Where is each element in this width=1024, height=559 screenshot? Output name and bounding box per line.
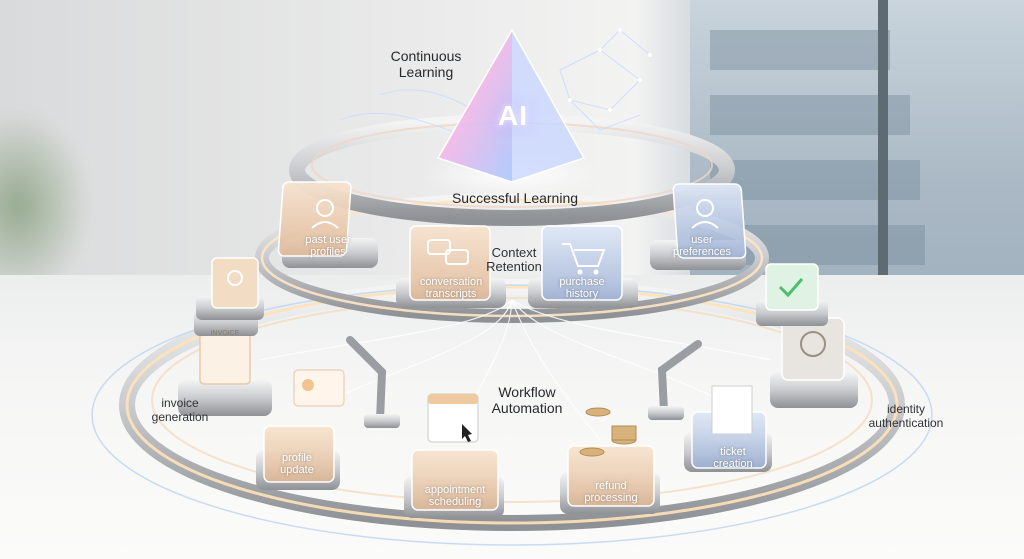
context-tile-purchase-history [528, 225, 638, 308]
successful-learning-label: Successful Learning [451, 190, 579, 206]
invoice-generation-label: invoice generation [151, 396, 209, 424]
plant [0, 110, 90, 300]
ai-core-label: AI [498, 100, 528, 131]
id-card-icon [293, 369, 345, 407]
context-tile-past-user-profiles [277, 181, 378, 268]
context-retention-label: Context Retention [486, 245, 542, 274]
invoice-card-text: INVOICE [210, 330, 240, 337]
receipt-icon [711, 385, 753, 435]
context-tile-user-preferences [650, 183, 747, 270]
workflow-tile-appointment-scheduling [404, 449, 504, 518]
workflow-tile-refund-processing [560, 445, 660, 514]
workflow-tile-profile-update [256, 425, 340, 490]
ai-prism [422, 28, 602, 199]
robot-arm-left [346, 336, 387, 424]
continuous-learning-label: Continuous Learning [390, 48, 462, 80]
window [690, 0, 1024, 320]
context-tile-conversation-transcripts [396, 225, 506, 308]
robot-arm-right [657, 340, 702, 416]
workflow-automation-label: Workflow Automation [491, 384, 563, 416]
station-identity-authentication [770, 317, 858, 408]
coins-icon [579, 407, 637, 457]
station-user-card [196, 257, 264, 320]
station-verified [756, 263, 828, 326]
calendar-icon [427, 393, 479, 443]
identity-authentication-label: identity authentication [868, 402, 944, 430]
